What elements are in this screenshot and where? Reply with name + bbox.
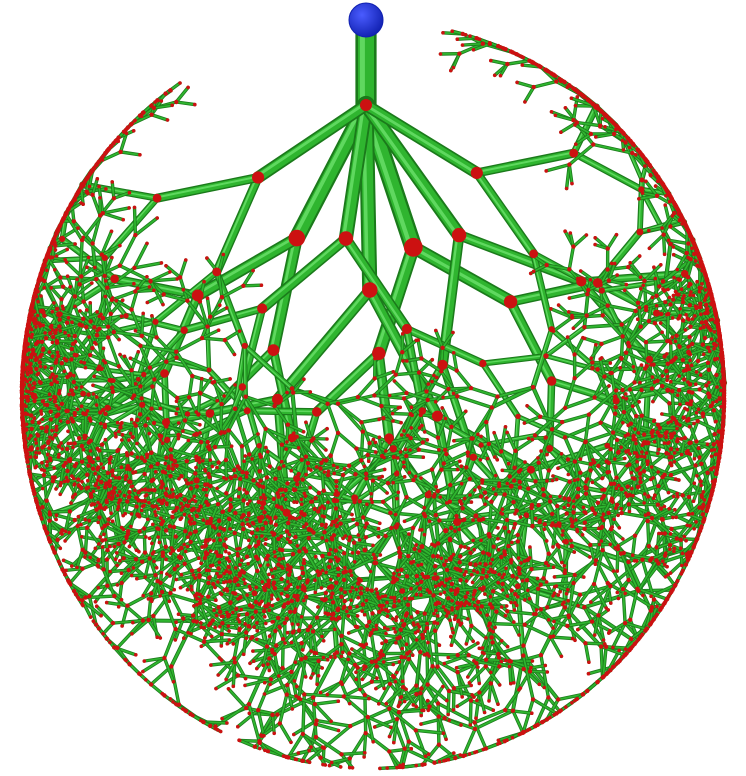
branch-segment: [608, 235, 617, 249]
branch-segment-highlight: [156, 177, 257, 198]
branch-segment: [573, 235, 586, 247]
branch-segment: [471, 626, 486, 638]
branch-segment: [243, 285, 261, 286]
branch-segment: [242, 446, 243, 472]
branch-segment-highlight: [457, 235, 579, 281]
branch-segment: [513, 711, 523, 733]
branch-segment: [180, 260, 186, 277]
branch-segment: [158, 508, 177, 509]
branch-segment: [617, 549, 618, 571]
branch-segment: [438, 704, 439, 745]
branch-segment: [554, 318, 573, 332]
branch-segment-highlight: [509, 301, 550, 380]
branch-segment: [144, 529, 145, 553]
branch-segment: [50, 511, 70, 512]
branch-segment: [648, 521, 649, 546]
branch-segment: [278, 290, 370, 399]
branch-segment-highlight: [482, 363, 517, 416]
